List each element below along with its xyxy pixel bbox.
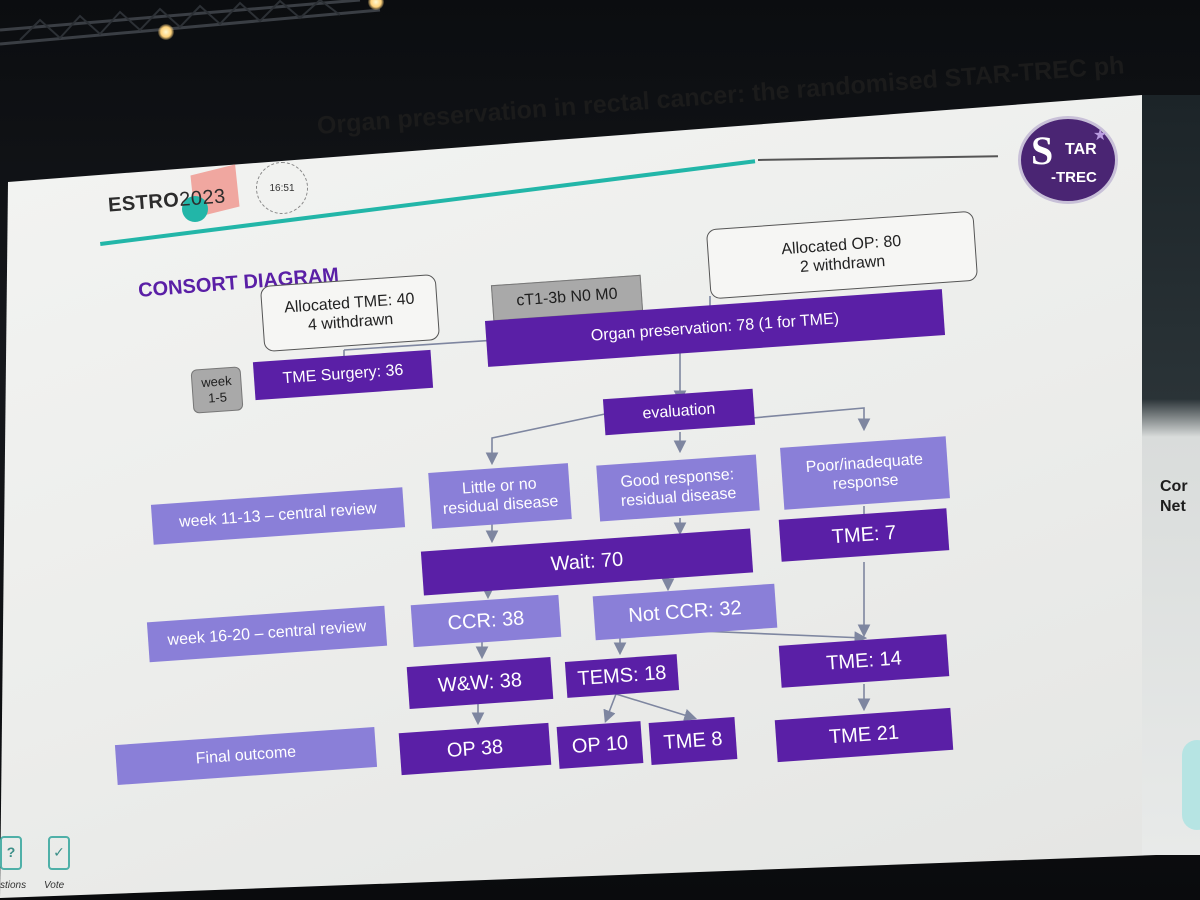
time-badge: 16:51 (256, 162, 308, 214)
side-panel-text: Cor (1160, 478, 1188, 495)
vote-label: Vote (44, 880, 65, 891)
vote-icon[interactable]: ✓ (48, 836, 70, 870)
star-trec-logo: S TAR -TREC ★ (1018, 116, 1118, 204)
tme-8-box: TME 8 (648, 717, 738, 765)
star-icon: ★ (1093, 127, 1108, 144)
stage-light (158, 24, 174, 40)
allocated-tme-box: Allocated TME: 40 4 withdrawn (259, 273, 441, 353)
good-response-box: Good response: residual disease (596, 454, 760, 522)
questions-label: stions (0, 880, 27, 891)
stage-truss (0, 0, 381, 46)
little-residual-box: Little or no residual disease (428, 463, 572, 529)
questions-icon[interactable]: ? (0, 836, 22, 870)
week-1-5-box: week 1-5 (190, 366, 244, 414)
teal-decoration (1182, 740, 1200, 830)
speaker-video-panel (1142, 95, 1200, 855)
estro-logo-dot (182, 196, 208, 222)
side-panel-text: Net (1160, 498, 1186, 515)
op-10-box: OP 10 (556, 721, 644, 769)
stage-light (368, 0, 384, 10)
poor-response-box: Poor/inadequate response (780, 436, 950, 510)
